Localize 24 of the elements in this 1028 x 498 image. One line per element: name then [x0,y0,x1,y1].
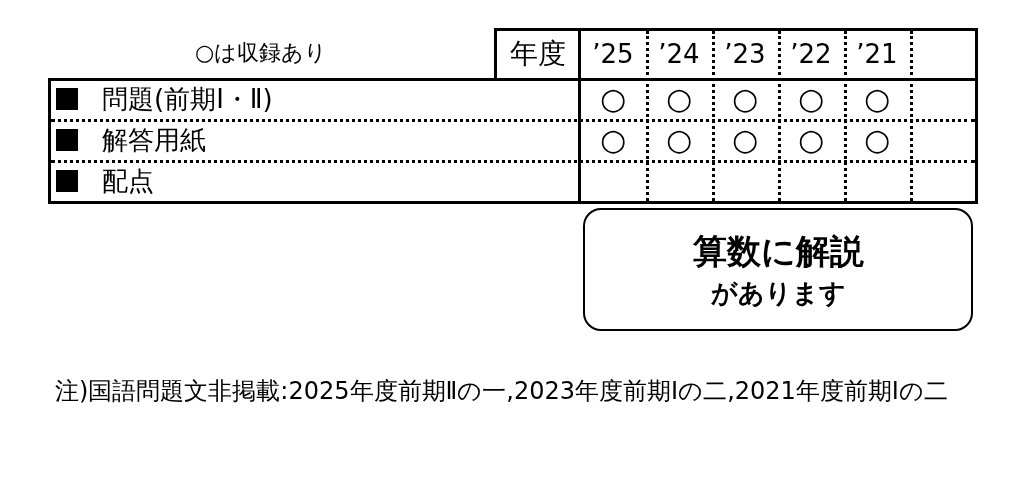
availability-mark: ○ [730,79,760,118]
year-header: ’21 [855,37,899,71]
availability-mark: ○ [796,120,826,159]
year-header: ’25 [591,37,635,71]
availability-mark: ○ [796,79,826,118]
row-header: 問題(前期Ⅰ・Ⅱ) [102,85,273,112]
availability-mark: ○ [598,79,628,118]
availability-mark: ○ [862,120,892,159]
availability-mark: ○ [598,120,628,159]
row-header: 配点 [102,168,154,194]
year-header: ’23 [723,37,767,71]
year-header: ’22 [789,37,833,71]
availability-mark: ○ [862,79,892,118]
footnote: 注)国語問題文非掲載:2025年度前期Ⅱの一,2023年度前期Ⅰの二,2021年度前期Ⅰの二 [55,376,949,407]
year-header: ’24 [657,37,701,71]
callout-text: があります [710,276,846,309]
availability-mark: ○ [730,120,760,159]
availability-mark: ○ [664,79,694,118]
row-header: 解答用紙 [102,126,206,153]
callout-box [583,208,973,331]
column-header: 年度 [509,36,567,72]
availability-mark: ○ [664,120,694,159]
legend-note: ○は収録あり [195,42,328,64]
callout-heading: 算数に解説 [692,230,864,273]
